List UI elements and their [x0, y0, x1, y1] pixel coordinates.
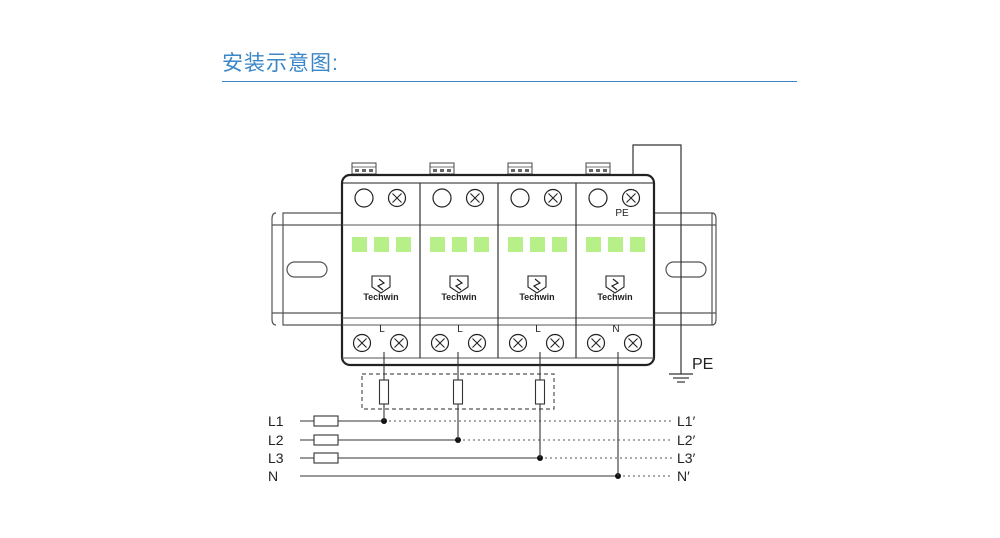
line-label-in: L3	[268, 450, 284, 466]
terminal-connector	[585, 162, 611, 175]
terminal-connector	[351, 162, 377, 175]
module-bottom-label: N	[612, 324, 619, 335]
screw-terminal-icon	[467, 333, 487, 353]
line-label-in: N	[268, 468, 278, 484]
techwin-logo: Techwin	[519, 275, 555, 302]
spd-body	[340, 173, 656, 367]
screw-hole-icon	[588, 188, 608, 208]
screw-terminal-icon	[387, 188, 407, 208]
screw-hole-icon	[354, 188, 374, 208]
supply-line: L2 L2′	[268, 432, 696, 448]
line-label-out: L2′	[677, 432, 696, 448]
status-indicator	[530, 237, 545, 252]
techwin-logo: Techwin	[597, 275, 633, 302]
logo-text: Techwin	[441, 292, 476, 302]
line-label-in: L1	[268, 413, 284, 429]
screw-hole-icon	[510, 188, 530, 208]
pe-earth-connection	[632, 144, 693, 383]
logo-text: Techwin	[597, 292, 632, 302]
earth-label: PE	[692, 356, 713, 373]
module-bottom-label: L	[379, 324, 385, 335]
screw-terminal-icon	[586, 333, 606, 353]
wiring: L1 L1′ L2 L2′ L3 L3′ N N′	[268, 352, 696, 484]
status-indicator	[352, 237, 367, 252]
line-fuse-icon	[313, 452, 339, 464]
status-indicator	[452, 237, 467, 252]
screw-terminal-icon	[545, 333, 565, 353]
screw-terminal-icon	[465, 188, 485, 208]
module-bottom-label: L	[535, 324, 541, 335]
din-rail	[271, 212, 717, 326]
line-label-out: L1′	[677, 413, 696, 429]
status-indicator	[430, 237, 445, 252]
supply-line: L3 L3′	[268, 450, 696, 466]
line-label-out: L3′	[677, 450, 696, 466]
logo-text: Techwin	[363, 292, 398, 302]
status-indicator	[608, 237, 623, 252]
supply-line: L1 L1′	[268, 413, 696, 429]
screw-terminal-icon	[430, 333, 450, 353]
line-fuse-icon	[313, 415, 339, 427]
screw-terminal-icon	[621, 188, 641, 208]
title-divider	[222, 81, 797, 82]
screw-hole-icon	[432, 188, 452, 208]
top-connectors	[351, 162, 611, 175]
status-indicator	[474, 237, 489, 252]
screw-terminal-icon	[543, 188, 563, 208]
page-title: 安装示意图:	[222, 52, 339, 75]
logo-text: Techwin	[519, 292, 554, 302]
screw-terminal-icon	[623, 333, 643, 353]
status-indicator	[586, 237, 601, 252]
terminal-connector	[429, 162, 455, 175]
backup-fuse-icon	[378, 379, 390, 405]
line-label-in: L2	[268, 432, 284, 448]
line-fuse-icon	[313, 434, 339, 446]
techwin-logo: Techwin	[363, 275, 399, 302]
status-indicator	[552, 237, 567, 252]
module-bottom-label: L	[457, 324, 463, 335]
terminal-connector	[507, 162, 533, 175]
line-label-out: N′	[677, 468, 690, 484]
screw-terminal-icon	[508, 333, 528, 353]
techwin-logo: Techwin	[441, 275, 477, 302]
supply-line: N N′	[268, 468, 690, 484]
status-indicator	[630, 237, 645, 252]
status-indicator	[374, 237, 389, 252]
status-indicator	[396, 237, 411, 252]
screw-terminal-icon	[352, 333, 372, 353]
backup-fuse-icon	[534, 379, 546, 405]
module-top-label: PE	[615, 208, 629, 219]
backup-fuse-icon	[452, 379, 464, 405]
screw-terminal-icon	[389, 333, 409, 353]
status-indicator	[508, 237, 523, 252]
